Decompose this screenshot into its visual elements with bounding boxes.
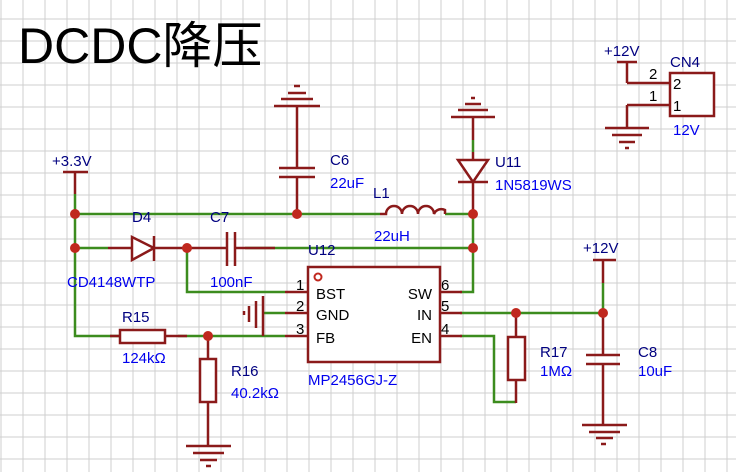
junction-dot <box>468 243 478 253</box>
cn4-ref: CN4 <box>670 54 700 71</box>
u12-ref: U12 <box>308 242 336 259</box>
power-3v3[interactable]: +3.3V <box>52 153 92 194</box>
u12-pin-name-en: EN <box>411 330 432 347</box>
c7-value: 100nF <box>210 274 253 291</box>
diode-u11[interactable]: U11 1N5819WS <box>451 96 572 214</box>
cn4-value: 12V <box>673 122 700 139</box>
inductor-coil <box>380 204 447 216</box>
r17-body <box>506 335 527 382</box>
u12-pin-3: 3 <box>296 321 304 338</box>
cn4-wire-pin1: 1 <box>649 88 657 105</box>
ic-u12[interactable]: U12 1 2 3 6 5 4 BST GND FB SW IN EN MP24… <box>242 242 462 389</box>
net-label-12v-input: +12V <box>583 240 618 257</box>
wire-sw <box>460 214 475 294</box>
junction-dot <box>70 209 80 219</box>
resistor-r17[interactable]: R17 1MΩ <box>506 313 572 403</box>
c6-value: 22uF <box>330 175 364 192</box>
ground-symbol-cn4 <box>605 126 649 150</box>
u12-pin-name-fb: FB <box>316 330 335 347</box>
diode-triangle <box>130 234 157 263</box>
resistor-r16[interactable]: R16 40.2kΩ <box>186 336 279 468</box>
page-title: DCDC降压 <box>18 18 262 74</box>
u12-pin-name-gnd: GND <box>316 307 350 324</box>
wires <box>73 140 605 404</box>
u12-pin-name-in: IN <box>417 307 432 324</box>
resistor-r15[interactable]: R15 124kΩ <box>110 309 187 367</box>
cn4-body <box>668 71 716 118</box>
r16-value: 40.2kΩ <box>231 385 279 402</box>
r16-ref: R16 <box>231 363 259 380</box>
r15-value: 124kΩ <box>122 350 166 367</box>
junction-dot <box>468 209 478 219</box>
connector-cn4[interactable]: +12V CN4 12V 2 1 2 1 <box>604 43 716 150</box>
cn4-pin1: 1 <box>673 98 681 115</box>
u12-pin-4: 4 <box>441 321 449 338</box>
l1-value: 22uH <box>374 228 410 245</box>
u12-pin-1: 1 <box>296 277 304 294</box>
junction-dot <box>598 308 608 318</box>
net-label-3v3: +3.3V <box>52 153 92 170</box>
ground-symbol-u12 <box>242 296 265 336</box>
inductor-l1[interactable]: L1 22uH <box>373 185 447 245</box>
ground-symbol-c6 <box>274 84 320 108</box>
d4-ref: D4 <box>132 209 151 226</box>
u12-pin-2: 2 <box>296 298 304 315</box>
u12-pin-6: 6 <box>441 277 449 294</box>
l1-ref: L1 <box>373 185 390 202</box>
junction-dot <box>511 308 521 318</box>
c7-ref: C7 <box>210 209 229 226</box>
u12-pin-name-bst: BST <box>316 286 345 303</box>
u11-value: 1N5819WS <box>495 177 572 194</box>
net-label-12v-connector: +12V <box>604 43 639 60</box>
junction-dot <box>203 331 213 341</box>
diode-triangle <box>455 158 491 185</box>
u11-ref: U11 <box>495 154 521 171</box>
ground-symbol-c8 <box>582 423 627 446</box>
junctions <box>70 209 608 341</box>
d4-value: CD4148WTP <box>67 274 155 291</box>
wire-bst <box>185 248 285 294</box>
wire-en <box>460 334 516 404</box>
capacitor-c8[interactable]: C8 10uF <box>582 313 672 446</box>
pin1-marker <box>313 272 323 282</box>
wire-3v3-left-rail <box>73 194 120 338</box>
u12-pin-name-sw: SW <box>408 286 433 303</box>
r15-ref: R15 <box>122 309 150 326</box>
diode-d4[interactable]: D4 CD4148WTP <box>67 209 187 291</box>
r17-ref: R17 <box>540 344 568 361</box>
capacitor-c7[interactable]: C7 100nF <box>187 209 275 291</box>
u12-body <box>306 265 442 364</box>
r16-body <box>198 357 218 404</box>
c8-ref: C8 <box>638 344 657 361</box>
u12-value: MP2456GJ-Z <box>308 372 397 389</box>
r17-value: 1MΩ <box>540 363 572 380</box>
ground-symbol-r16 <box>186 444 231 468</box>
c6-ref: C6 <box>330 152 349 169</box>
cn4-pin2: 2 <box>673 76 681 93</box>
capacitor-c6[interactable]: C6 22uF <box>274 84 364 214</box>
cn4-wire-pin2: 2 <box>649 66 657 83</box>
r15-body <box>118 328 167 345</box>
c8-value: 10uF <box>638 363 672 380</box>
junction-dot <box>292 209 302 219</box>
junction-dot <box>70 243 80 253</box>
u12-pin-5: 5 <box>441 298 449 315</box>
power-12v-input[interactable]: +12V <box>583 240 618 283</box>
junction-dot <box>182 243 192 253</box>
